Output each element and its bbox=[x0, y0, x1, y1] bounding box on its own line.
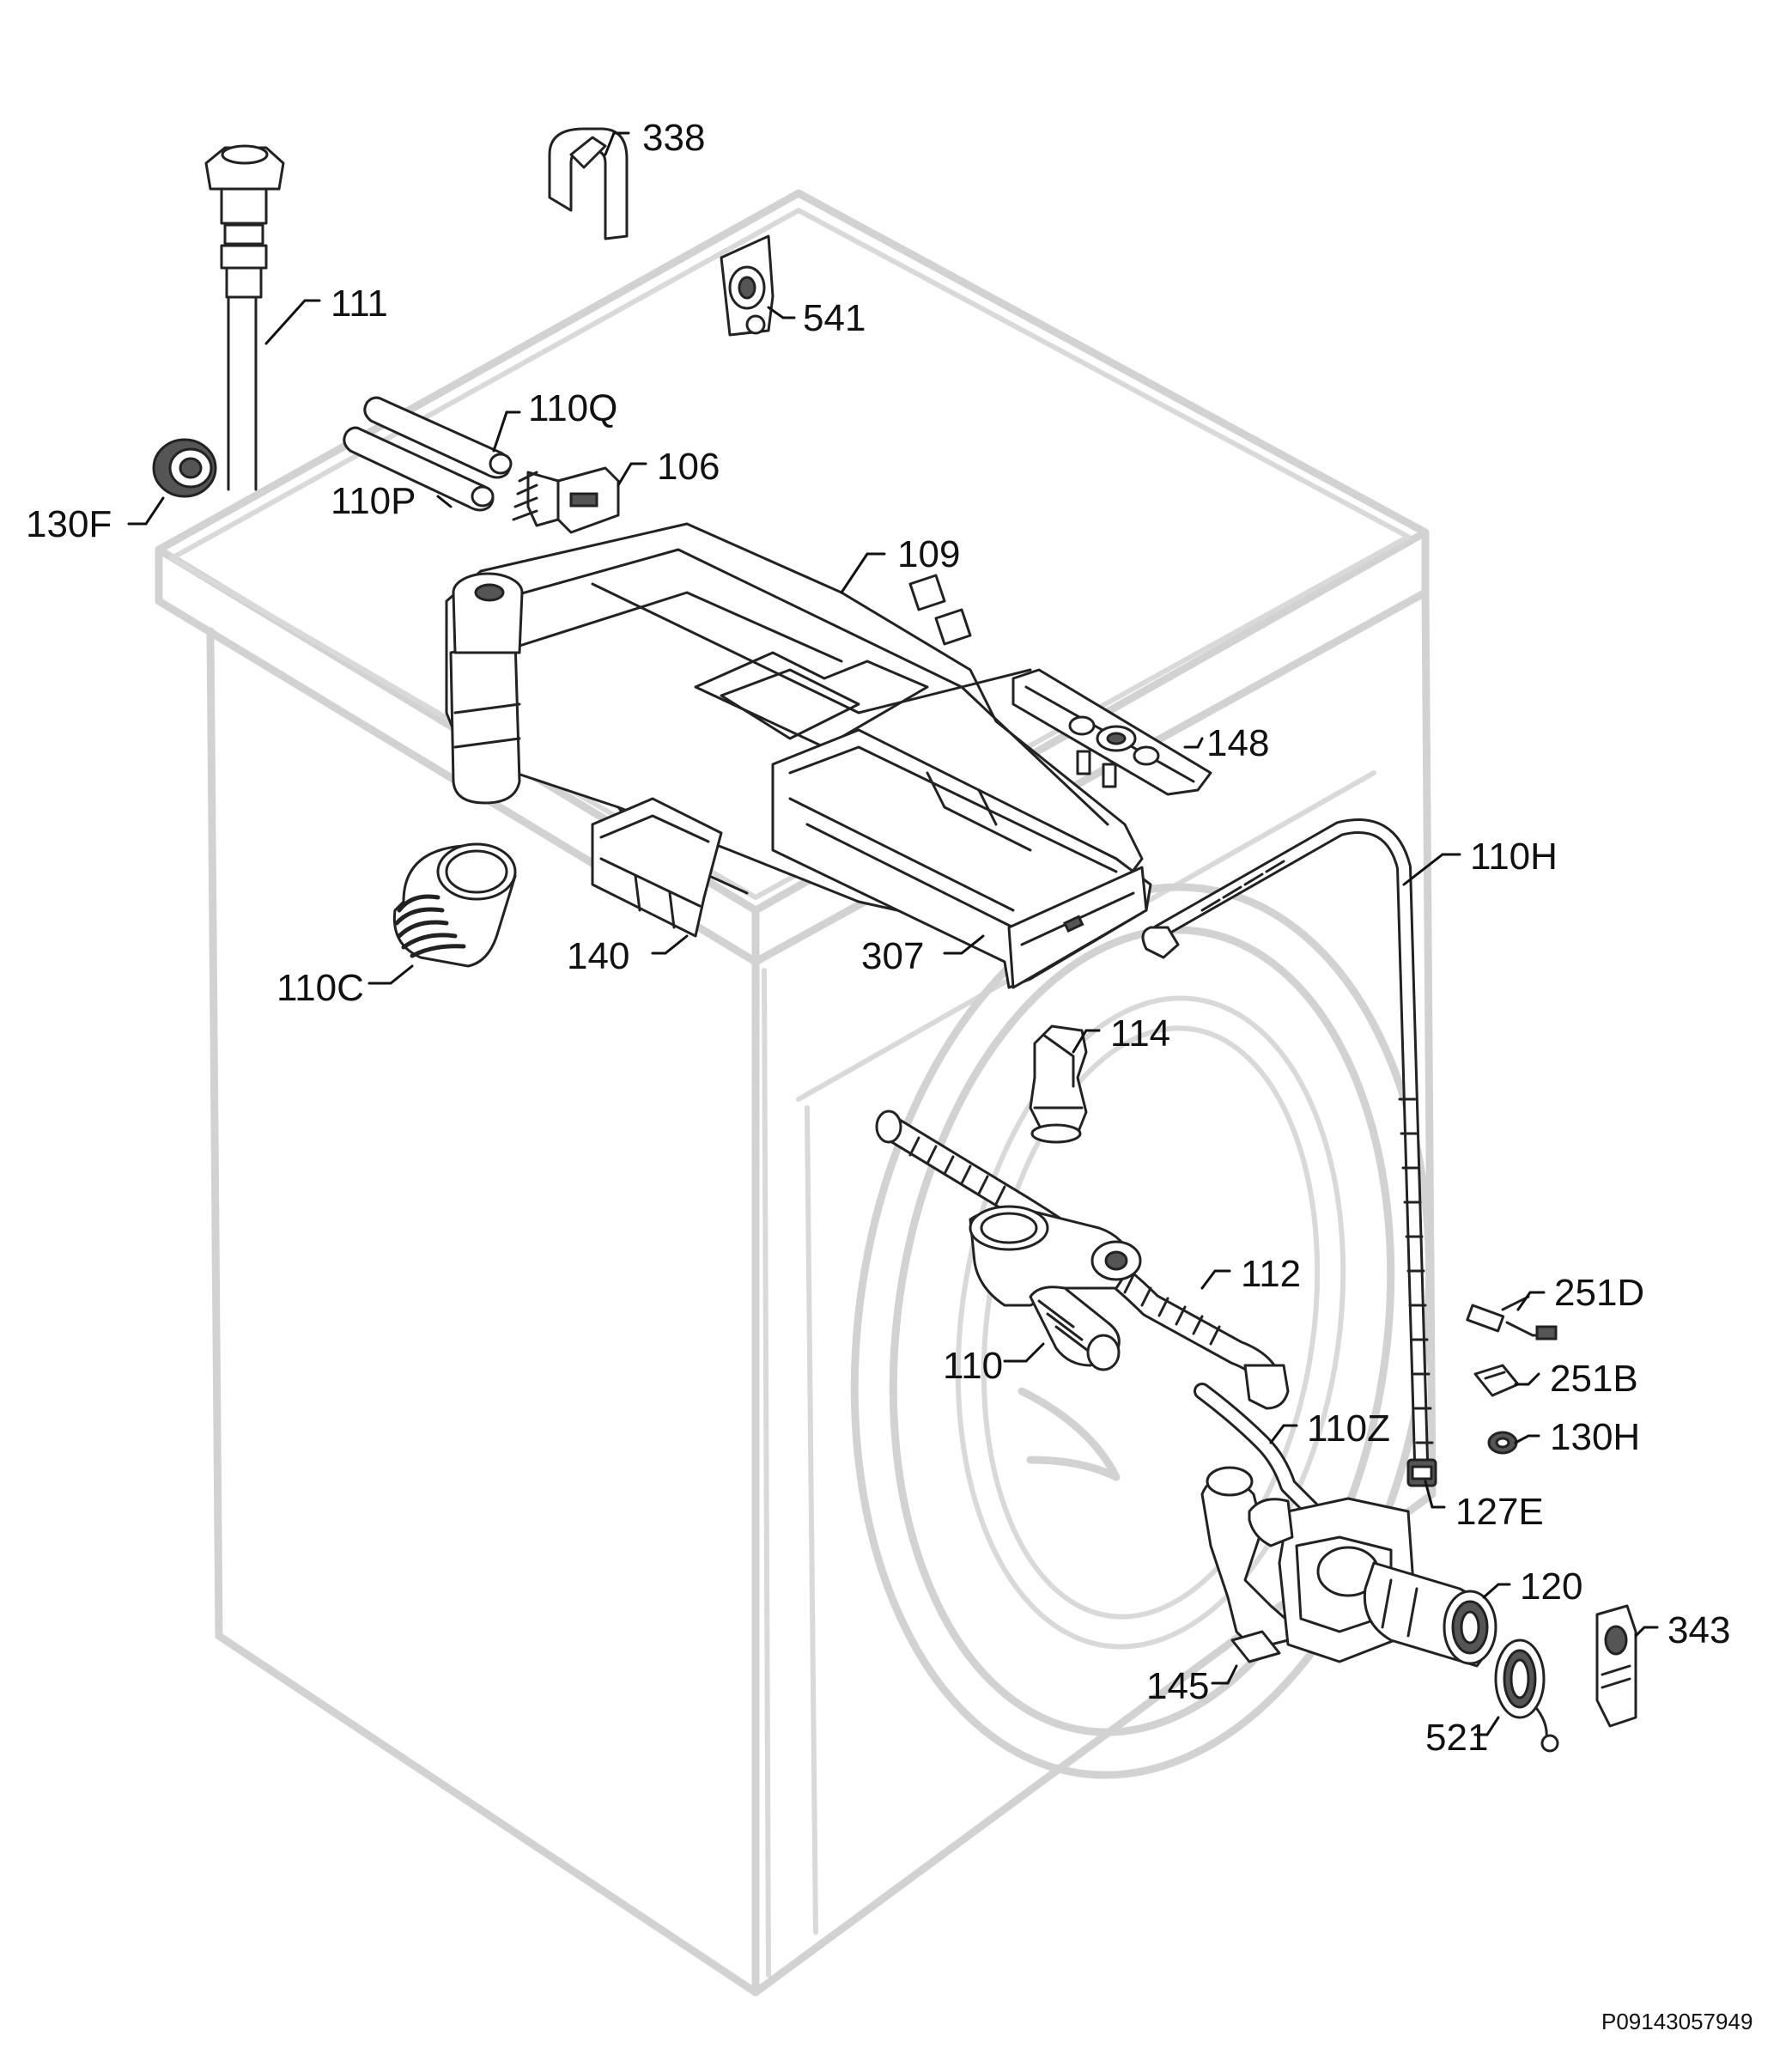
pump-filter-120 bbox=[1363, 1561, 1497, 1668]
callout-110: 110 bbox=[943, 1345, 1003, 1387]
connector-114 bbox=[1029, 1024, 1088, 1144]
grommet-130F bbox=[152, 438, 217, 498]
small-hose-110Z bbox=[1194, 1383, 1331, 1529]
bracket-541 bbox=[720, 234, 775, 337]
hose-end-127E bbox=[1406, 1458, 1437, 1487]
grommet-130H bbox=[1487, 1431, 1518, 1455]
callout-521: 521 bbox=[1425, 1717, 1488, 1759]
wire-harness-251D bbox=[1466, 1295, 1558, 1341]
callout-251B: 251B bbox=[1550, 1358, 1638, 1400]
callout-541: 541 bbox=[803, 297, 866, 339]
callout-112: 112 bbox=[1241, 1253, 1301, 1295]
callout-120: 120 bbox=[1520, 1566, 1582, 1608]
hose-hook-338 bbox=[548, 127, 629, 240]
callout-110Z: 110Z bbox=[1307, 1407, 1390, 1450]
connector-251B bbox=[1473, 1364, 1520, 1397]
air-duct-140 bbox=[591, 797, 723, 938]
callout-labels: 338 541 111 110Q 106 110P 130F 109 148 1… bbox=[26, 117, 1730, 1759]
callout-110P: 110P bbox=[331, 480, 416, 522]
callout-110Q: 110Q bbox=[528, 387, 617, 429]
callout-106: 106 bbox=[657, 446, 720, 488]
callout-338: 338 bbox=[642, 117, 705, 159]
long-hose-110H bbox=[1141, 818, 1434, 1468]
callout-110H: 110H bbox=[1470, 836, 1558, 878]
inlet-hose-111 bbox=[204, 144, 285, 491]
valve-106 bbox=[512, 466, 620, 534]
cover-521 bbox=[1494, 1638, 1559, 1753]
callout-127E: 127E bbox=[1455, 1491, 1544, 1533]
callout-148: 148 bbox=[1206, 722, 1269, 764]
bellows-110C bbox=[392, 842, 517, 968]
callout-145: 145 bbox=[1146, 1665, 1209, 1707]
callout-251D: 251D bbox=[1554, 1272, 1644, 1314]
callout-140: 140 bbox=[567, 935, 629, 977]
door-part-343 bbox=[1595, 1604, 1637, 1728]
sump-hose-112 bbox=[875, 1110, 1290, 1410]
tubes-110Q-110P bbox=[343, 396, 513, 512]
callout-111: 111 bbox=[331, 283, 388, 325]
control-panel-148 bbox=[1011, 668, 1212, 796]
callout-130F: 130F bbox=[26, 503, 112, 545]
callout-343: 343 bbox=[1667, 1609, 1730, 1651]
callout-114: 114 bbox=[1110, 1012, 1170, 1055]
callout-109: 109 bbox=[897, 533, 960, 575]
callout-307: 307 bbox=[861, 935, 924, 977]
leader-lines bbox=[127, 131, 1659, 1736]
dispenser-drawer-307 bbox=[771, 728, 1152, 989]
callout-110C: 110C bbox=[276, 967, 364, 1009]
cabinet-outline bbox=[155, 189, 1437, 1997]
reference-code: P09143057949 bbox=[1601, 2009, 1753, 2034]
callout-130H: 130H bbox=[1550, 1416, 1640, 1458]
